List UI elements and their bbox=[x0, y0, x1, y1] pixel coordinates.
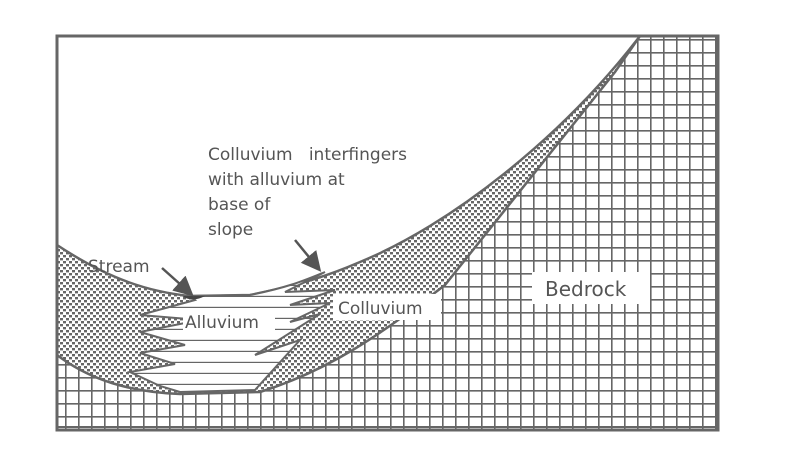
note-line-4: slope bbox=[208, 220, 253, 240]
note-line-1: Colluvium interfingers bbox=[208, 145, 407, 165]
diagram-frame bbox=[55, 34, 720, 432]
alluvium-label: Alluvium bbox=[185, 313, 259, 333]
colluvium-label: Colluvium bbox=[338, 299, 423, 319]
bedrock-label: Bedrock bbox=[545, 277, 627, 301]
stream-arrow bbox=[161, 267, 194, 297]
bedrock-layer bbox=[57, 36, 718, 430]
stream-label: Stream bbox=[88, 257, 150, 277]
interfinger-arrow bbox=[294, 239, 322, 272]
note-line-2: with alluvium at bbox=[208, 170, 345, 190]
stream bbox=[182, 296, 205, 300]
note-line-3: base of bbox=[208, 195, 271, 215]
